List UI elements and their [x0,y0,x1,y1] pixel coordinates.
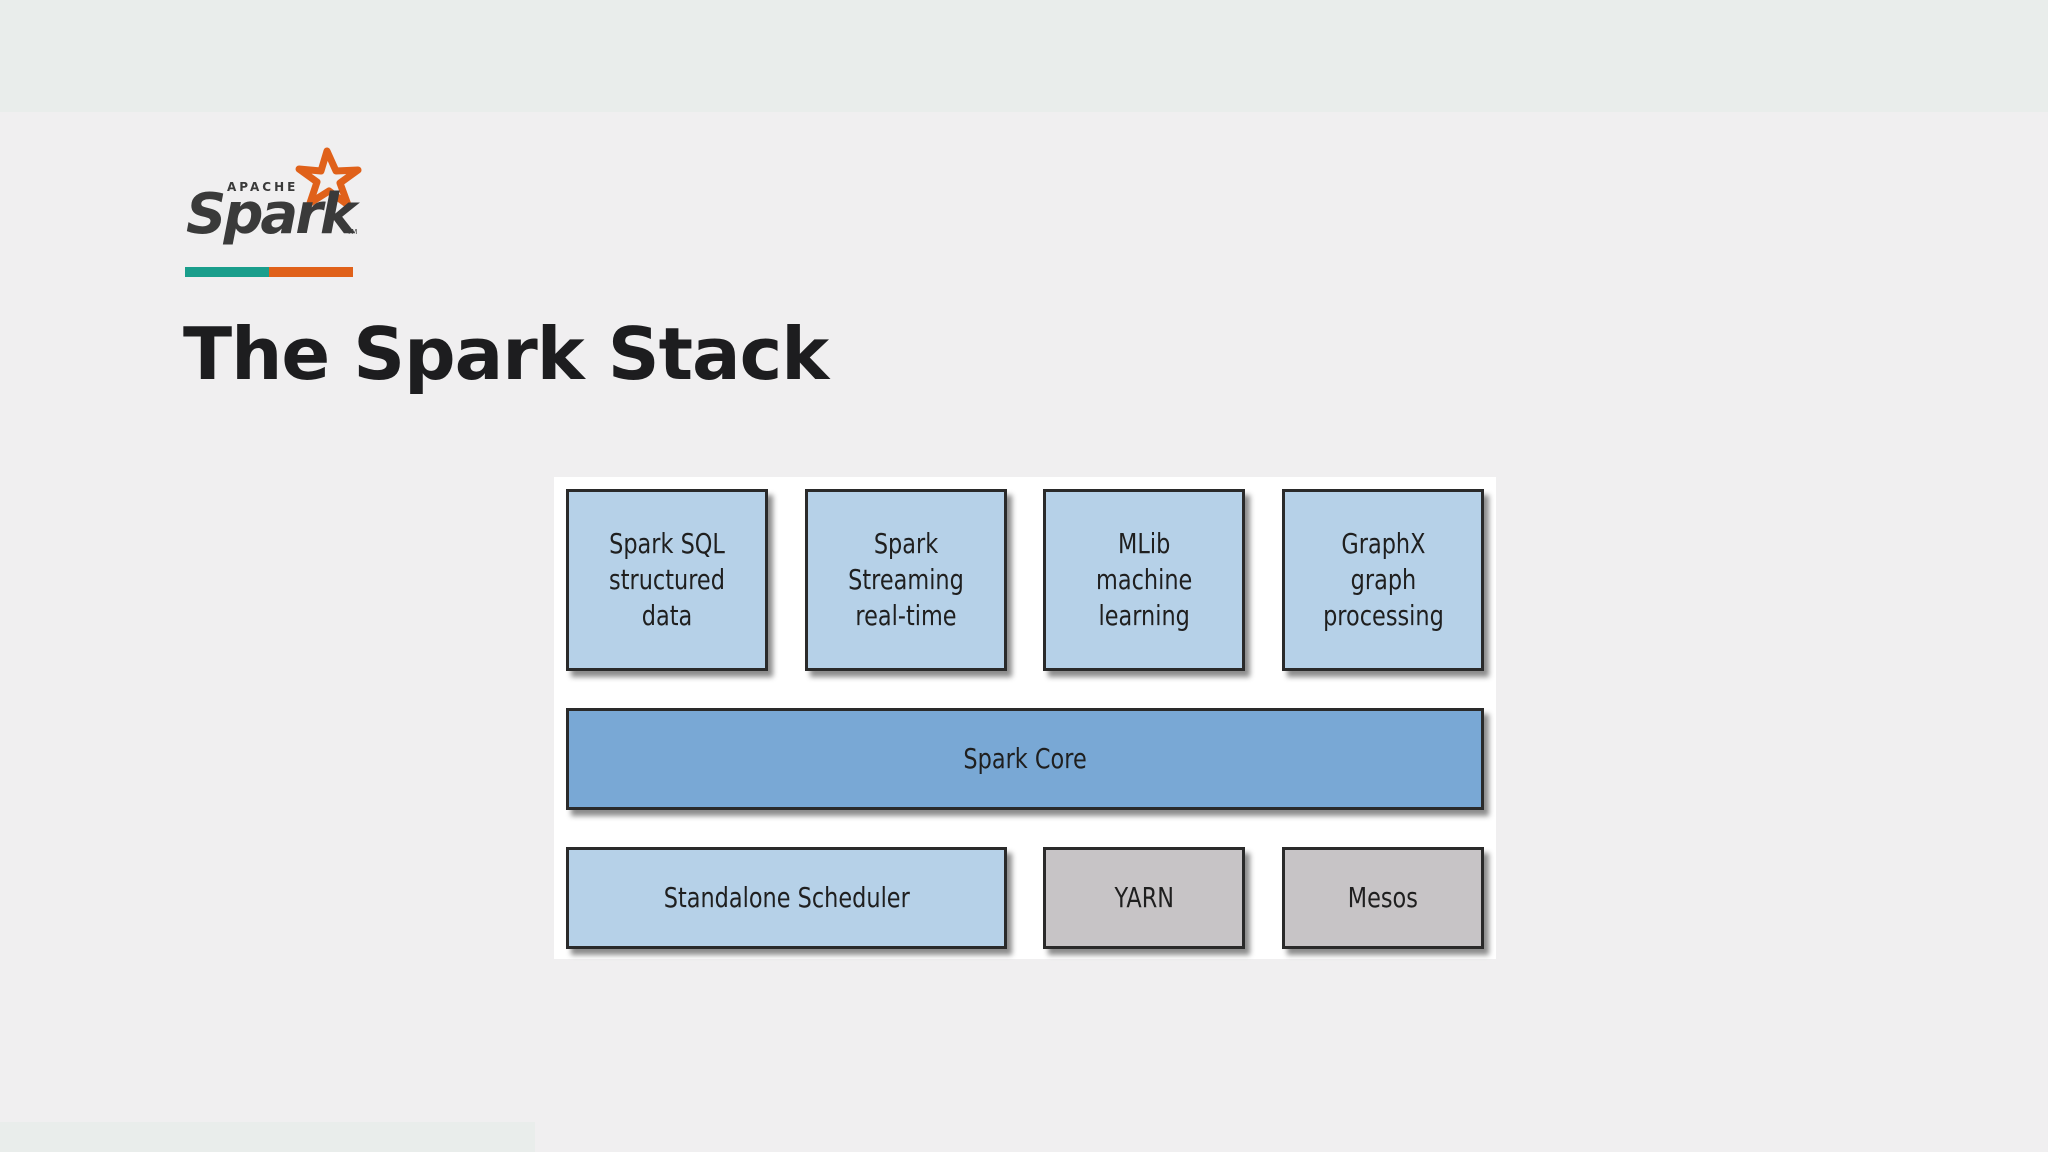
spark-sql-label: Spark SQL structured data [609,527,725,632]
spark-core-box: Spark Core [566,708,1484,810]
svg-text:Spark: Spark [186,182,361,245]
graphx-label: GraphX graph processing [1322,527,1444,632]
accent-segment-teal [185,267,269,277]
mlib-box: MLib machine learning [1043,489,1245,671]
accent-segment-orange [269,267,353,277]
page-title: The Spark Stack [183,312,829,396]
accent-bar [185,267,353,277]
mesos-box: Mesos [1282,847,1484,949]
standalone-scheduler-label: Standalone Scheduler [663,881,910,914]
yarn-label: YARN [1114,881,1174,914]
yarn-box: YARN [1043,847,1245,949]
graphx-box: GraphX graph processing [1282,489,1484,671]
spark-streaming-label: Spark Streaming real-time [848,527,964,632]
apache-spark-logo: APACHE Spark TM [184,145,374,245]
spark-star-icon [295,147,362,209]
mesos-label: Mesos [1347,881,1419,914]
bottom-band [0,1122,535,1152]
spark-sql-box: Spark SQL structured data [566,489,768,671]
svg-text:TM: TM [346,228,357,236]
svg-text:APACHE: APACHE [227,180,298,194]
spark-streaming-box: Spark Streaming real-time [805,489,1007,671]
mlib-label: MLib machine learning [1095,527,1193,632]
top-band [0,0,2048,112]
spark-stack-diagram: Spark SQL structured data Spark Streamin… [554,477,1496,959]
spark-core-label: Spark Core [963,742,1087,775]
standalone-scheduler-box: Standalone Scheduler [566,847,1007,949]
